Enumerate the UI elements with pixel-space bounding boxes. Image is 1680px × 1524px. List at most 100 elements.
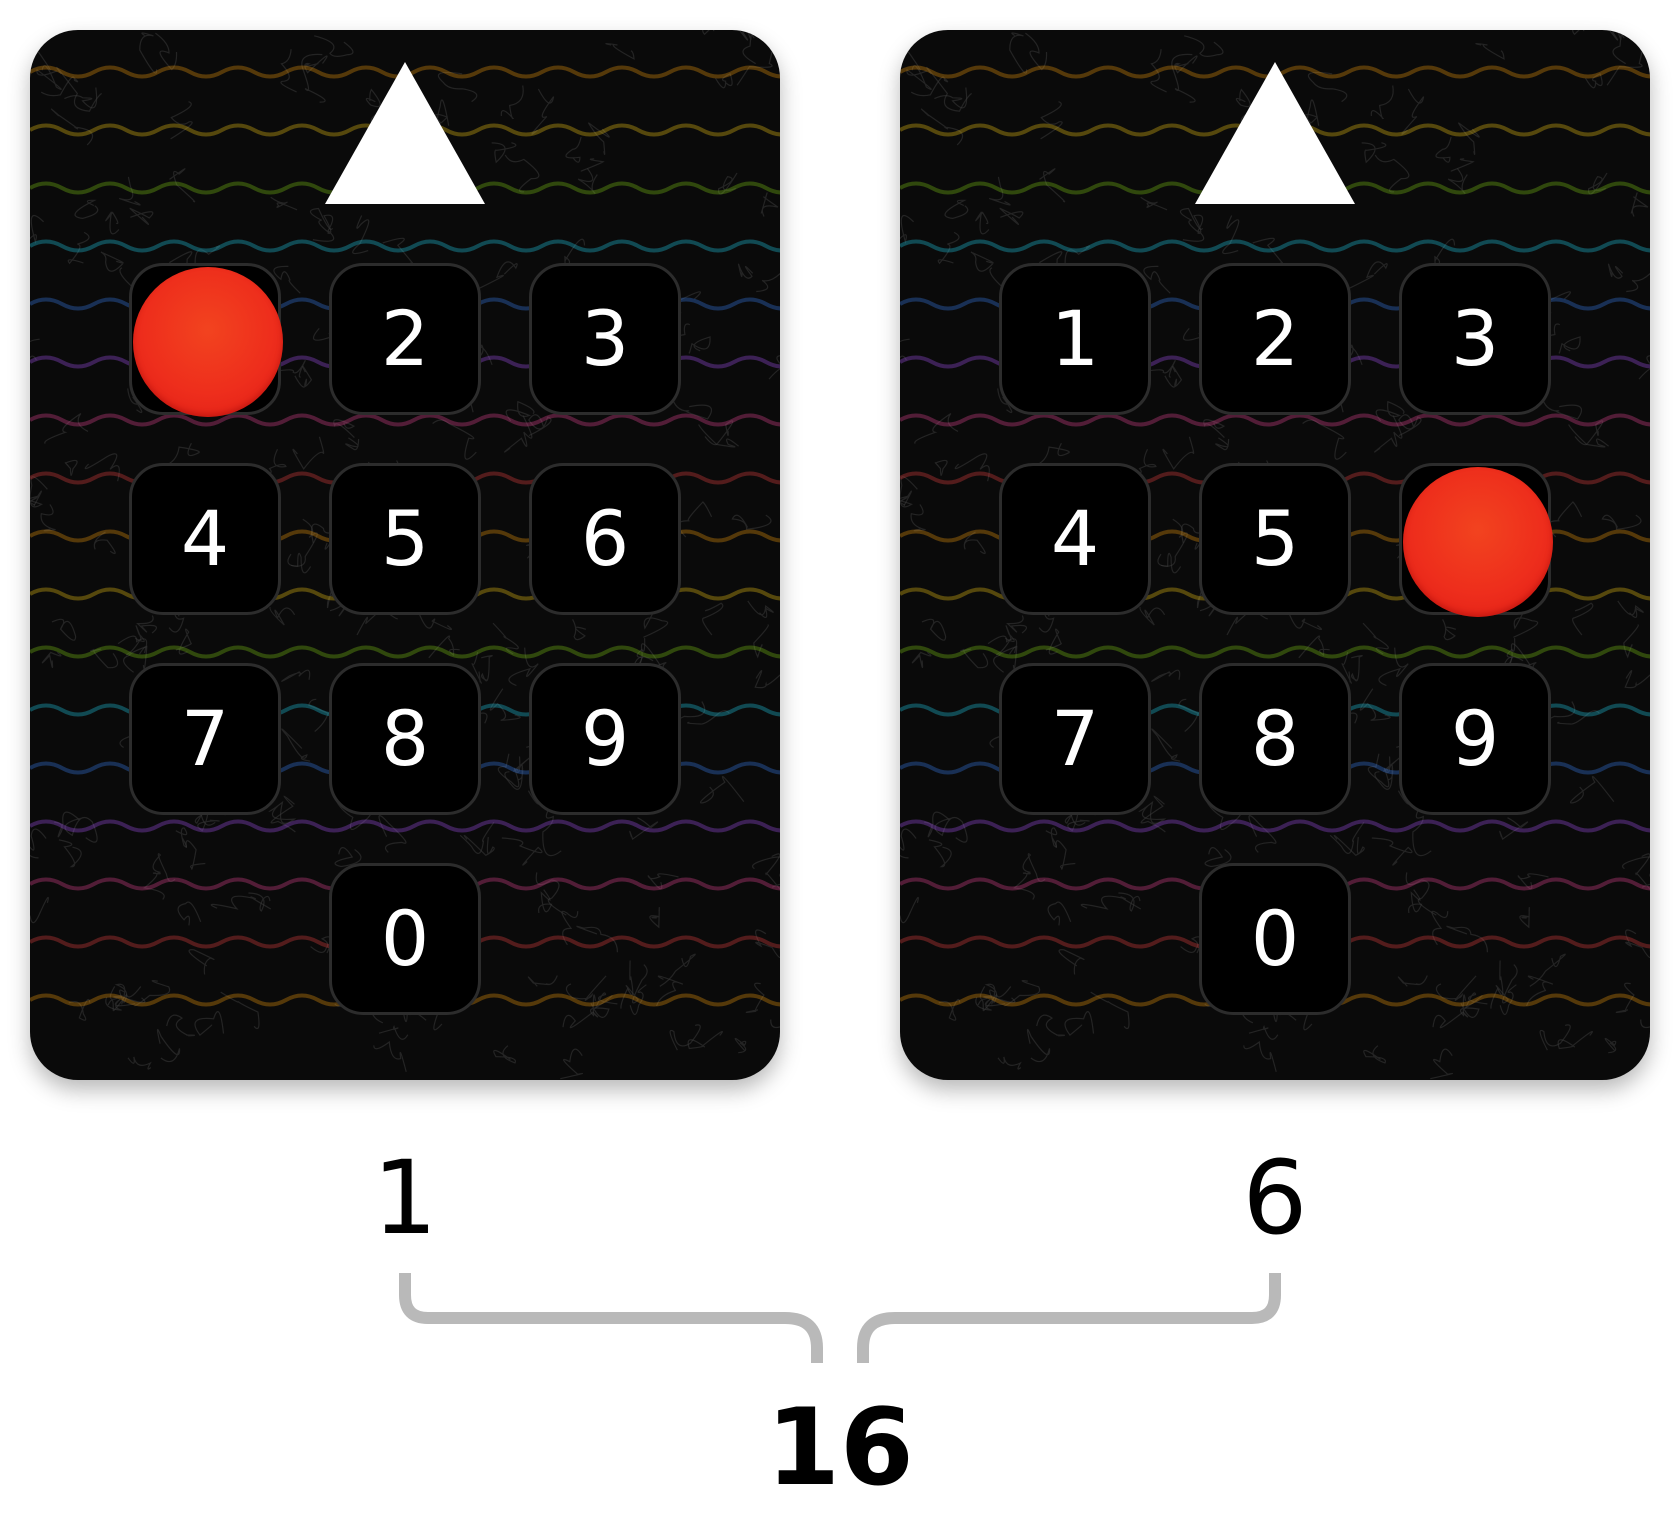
texture-squiggle — [1490, 960, 1504, 1009]
texture-squiggle — [1032, 442, 1070, 468]
key-0[interactable]: 0 — [1199, 863, 1351, 1015]
texture-squiggle — [309, 207, 334, 234]
key-label: 3 — [1450, 294, 1500, 383]
key-9[interactable]: 9 — [529, 663, 681, 815]
key-5[interactable]: 5 — [329, 463, 481, 615]
background-wave-line — [30, 239, 780, 253]
texture-squiggle — [970, 251, 994, 272]
texture-squiggle — [997, 1056, 1022, 1070]
texture-squiggle — [1540, 395, 1582, 420]
texture-squiggle — [1361, 142, 1387, 164]
key-8[interactable]: 8 — [329, 663, 481, 815]
texture-squiggle — [105, 996, 136, 1011]
texture-squiggle — [123, 645, 148, 673]
texture-squiggle — [1430, 1048, 1453, 1080]
texture-squiggle — [589, 994, 610, 1018]
texture-squiggle — [155, 32, 178, 71]
key-2[interactable]: 2 — [329, 263, 481, 415]
texture-squiggle — [1174, 55, 1198, 74]
texture-squiggle — [1450, 158, 1475, 172]
texture-squiggle — [629, 984, 647, 1016]
texture-squiggle — [1222, 215, 1240, 255]
texture-squiggle — [1635, 853, 1650, 891]
key-3[interactable]: 3 — [1399, 263, 1551, 415]
texture-squiggle — [30, 490, 42, 507]
texture-squiggle — [1378, 647, 1409, 687]
texture-squiggle — [1140, 795, 1166, 833]
texture-squiggle — [756, 273, 780, 293]
texture-squiggle — [900, 476, 918, 508]
key-4[interactable]: 4 — [999, 463, 1151, 615]
texture-squiggle — [704, 420, 734, 446]
key-7[interactable]: 7 — [129, 663, 281, 815]
key-4[interactable]: 4 — [129, 463, 281, 615]
texture-squiggle — [542, 799, 562, 857]
key-1[interactable]: 1 — [129, 263, 283, 417]
key-9[interactable]: 9 — [1399, 663, 1551, 815]
texture-squiggle — [1204, 847, 1232, 868]
texture-squiggle — [1329, 821, 1365, 854]
texture-squiggle — [142, 872, 165, 900]
key-6[interactable]: 6 — [529, 463, 681, 615]
texture-squiggle — [565, 975, 607, 1001]
texture-squiggle — [647, 873, 679, 890]
texture-squiggle — [1612, 30, 1626, 65]
key-6[interactable]: 6 — [1399, 463, 1553, 617]
key-1[interactable]: 1 — [999, 263, 1151, 415]
texture-squiggle — [934, 459, 948, 477]
texture-squiggle — [702, 602, 724, 636]
key-8[interactable]: 8 — [1199, 663, 1351, 815]
texture-squiggle — [127, 1056, 152, 1070]
texture-squiggle — [1572, 602, 1594, 636]
texture-squiggle — [105, 211, 120, 235]
texture-squiggle — [688, 336, 711, 354]
texture-squiggle — [64, 816, 98, 843]
texture-squiggle — [1446, 925, 1489, 953]
texture-squiggle — [345, 437, 360, 451]
texture-squiggle — [1146, 359, 1176, 378]
texture-squiggle — [934, 87, 968, 109]
texture-squiggle — [1090, 991, 1130, 1030]
texture-squiggle — [504, 415, 533, 453]
texture-squiggle — [497, 753, 520, 788]
key-label: 7 — [1050, 694, 1100, 783]
texture-squiggle — [491, 142, 517, 164]
texture-squiggle — [74, 199, 99, 220]
texture-squiggle — [1012, 872, 1035, 900]
texture-squiggle — [914, 413, 959, 444]
key-5[interactable]: 5 — [1199, 463, 1351, 615]
texture-squiggle — [629, 817, 659, 841]
texture-squiggle — [30, 215, 45, 244]
texture-squiggle — [1045, 827, 1058, 848]
texture-squiggle — [1383, 756, 1401, 774]
texture-squiggle — [471, 651, 482, 684]
texture-squiggle — [670, 395, 712, 420]
texture-squiggle — [1608, 30, 1619, 41]
texture-squiggle — [938, 998, 961, 1021]
texture-squiggle — [51, 618, 77, 641]
texture-squiggle — [605, 42, 635, 60]
key-0[interactable]: 0 — [329, 863, 481, 1015]
texture-squiggle — [625, 964, 648, 1004]
texture-squiggle — [310, 523, 340, 550]
texture-squiggle — [64, 87, 98, 109]
texture-squiggle — [1064, 1011, 1095, 1036]
texture-squiggle — [175, 827, 188, 848]
key-3[interactable]: 3 — [529, 263, 681, 415]
texture-squiggle — [177, 901, 202, 926]
texture-squiggle — [428, 635, 460, 659]
texture-squiggle — [334, 847, 362, 868]
texture-squiggle — [314, 35, 354, 57]
texture-squiggle — [734, 1037, 747, 1054]
texture-squiggle — [1243, 1040, 1277, 1072]
key-2[interactable]: 2 — [1199, 263, 1351, 415]
texture-squiggle — [30, 476, 48, 508]
texture-squiggle — [1623, 624, 1639, 659]
texture-squiggle — [1009, 32, 1028, 74]
texture-squiggle — [1517, 873, 1549, 890]
texture-squiggle — [954, 453, 990, 482]
texture-squiggle — [1397, 975, 1428, 987]
texture-squiggle — [1182, 214, 1205, 242]
texture-squiggle — [93, 531, 116, 555]
key-7[interactable]: 7 — [999, 663, 1151, 815]
